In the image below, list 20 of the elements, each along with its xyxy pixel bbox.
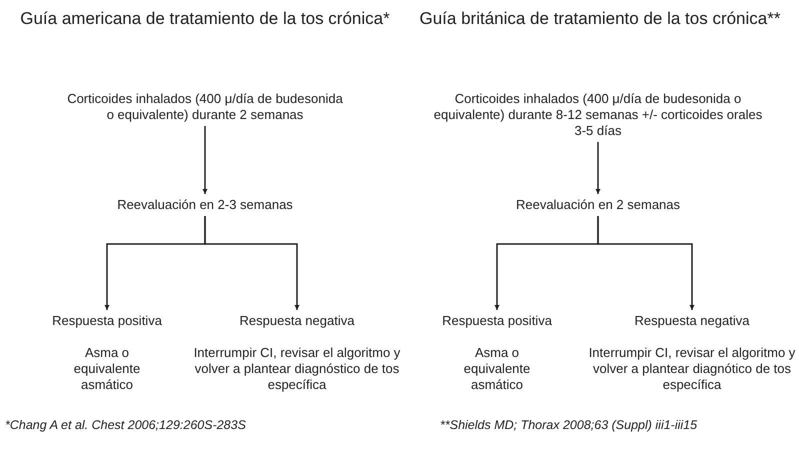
outcome-text: Asma o equivalente asmático: [72, 345, 142, 393]
heading: Guía británica de tratamiento de la tos crónica**: [420, 8, 780, 29]
step-text: Respuesta negativa: [240, 313, 354, 329]
citation: **Shields MD; Thorax 2008;63 (Suppl) iii1-iii15: [440, 418, 698, 432]
step-text: Corticoides inhalados (400 μ/día de budesonida o equivalente) durante 8-12 semanas +/- corticoides orales 3-5 días: [432, 91, 764, 139]
step-text: Corticoides inhalados (400 μ/día de budesonida o equivalente) durante 2 semanas: [66, 91, 344, 123]
step-text: Respuesta negativa: [634, 313, 750, 329]
arrow: [202, 126, 208, 194]
outcome-text: Interrumpir CI, revisar el algoritmo y volver a plantear diagnóstico de tos específica: [192, 345, 402, 393]
step-text: Reevaluación en 2 semanas: [516, 197, 680, 213]
citation: *Chang A et al. Chest 2006;129:260S-283S: [5, 418, 246, 432]
step-text: Respuesta positiva: [52, 313, 162, 329]
arrow: [596, 142, 600, 194]
arrow: [597, 216, 694, 310]
outcome-text: Interrumpir CI, revisar el algoritmo y volver a plantear diagnótico de tos específica: [588, 345, 796, 393]
step-text: Respuesta positiva: [442, 313, 552, 329]
outcome-text: Asma o equivalente asmático: [462, 345, 532, 393]
arrow: [204, 216, 300, 310]
heading: Guía americana de tratamiento de la tos crónica*: [20, 8, 390, 29]
step-text: Reevaluación en 2-3 semanas: [117, 197, 293, 213]
